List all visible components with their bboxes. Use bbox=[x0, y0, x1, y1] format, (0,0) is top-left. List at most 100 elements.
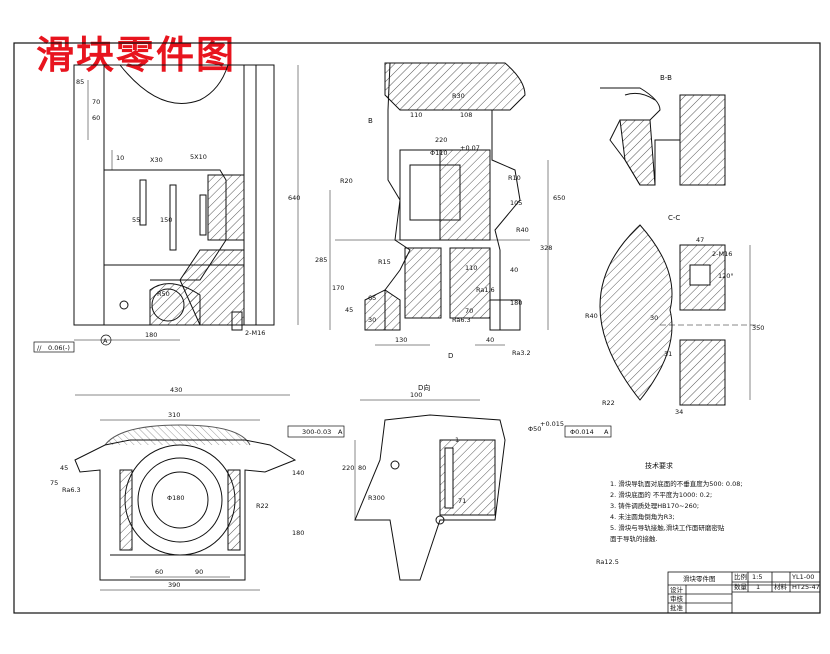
title-block bbox=[667, 571, 821, 614]
cc-dim-34: 34 bbox=[675, 408, 683, 416]
parallelism-symbol: // bbox=[37, 344, 42, 352]
tb-check: 审核 bbox=[670, 594, 684, 603]
sheet-border bbox=[13, 42, 821, 614]
top-dim-310: 310 bbox=[168, 411, 180, 419]
dim-r20: R20 bbox=[340, 177, 353, 185]
top-dim-phi: Φ180 bbox=[167, 494, 185, 502]
dim-tol: +0.07 bbox=[460, 144, 480, 152]
top-dim-430: 430 bbox=[170, 386, 182, 394]
dim-650: 650 bbox=[553, 194, 565, 202]
cc-dim-31: 31 bbox=[664, 350, 672, 358]
tolerance-frame bbox=[33, 341, 75, 353]
tb-approve: 批准 bbox=[670, 603, 684, 612]
note-2: 2. 滑块底面的 不平度为1000: 0.2; bbox=[610, 490, 712, 499]
dim-130: 130 bbox=[395, 336, 407, 344]
d-view-dimensions: D向 100 Φ50 +0.015 Φ0.014 A 220 80 R300 7… bbox=[342, 383, 612, 505]
cc-dim-30: 30 bbox=[650, 314, 658, 322]
tb-qty-value: 1 bbox=[756, 583, 760, 591]
tb-material-label: 材料 bbox=[774, 582, 788, 591]
tolerance-value: 0.06(-) bbox=[48, 344, 70, 352]
dim-70: 70 bbox=[465, 307, 473, 315]
cc-dim-120: 120° bbox=[718, 272, 734, 280]
dim-220: 220 bbox=[435, 136, 447, 144]
front-view bbox=[73, 64, 299, 341]
tb-drawing-no: YL1-00 bbox=[791, 573, 814, 581]
ra32: Ra3.2 bbox=[512, 349, 531, 357]
label-d: D bbox=[448, 352, 453, 360]
dim-60: 60 bbox=[92, 114, 100, 122]
dim-105: 105 bbox=[510, 199, 522, 207]
dim-285: 285 bbox=[315, 256, 327, 264]
dim-r50: R50 bbox=[157, 290, 170, 298]
top-ra: Ra6.3 bbox=[62, 486, 81, 494]
dim-phi110: Φ110 bbox=[430, 149, 448, 157]
d-dim-r300: R300 bbox=[368, 494, 385, 502]
note-5: 5. 滑块与导轨接触,滑块工作面研磨密贴 bbox=[610, 523, 725, 532]
note-1: 1. 滑块导轨面对底面的不垂直度为500: 0.08; bbox=[610, 479, 743, 488]
dim-40b: 40 bbox=[486, 336, 494, 344]
datum-a: A bbox=[103, 337, 108, 345]
dim-40: 40 bbox=[510, 266, 518, 274]
top-dim-60: 60 bbox=[155, 568, 163, 576]
section-bb bbox=[600, 87, 726, 186]
datum-a-circle bbox=[100, 334, 112, 346]
dim-170: 170 bbox=[332, 284, 344, 292]
section-cc-dimensions: C-C 47 2-M16 120° R40 30 350 31 R22 34 bbox=[585, 214, 764, 416]
dim-328: 328 bbox=[540, 244, 552, 252]
dim-r10: R10 bbox=[508, 174, 521, 182]
d-view bbox=[354, 399, 506, 581]
dim-x30: X30 bbox=[150, 156, 163, 164]
d-dim-80: 80 bbox=[358, 464, 366, 472]
d-tolerance-frame bbox=[564, 425, 612, 438]
d-dim-tol: +0.015 bbox=[540, 420, 564, 428]
dim-55: 55 bbox=[132, 216, 140, 224]
section-bb-label: B-B bbox=[660, 74, 672, 82]
top-dim-90: 90 bbox=[195, 568, 203, 576]
notes-heading: 技术要求 bbox=[645, 461, 673, 470]
note-3: 3. 铸件调质处理HB170~260; bbox=[610, 501, 699, 510]
cc-dim-47: 47 bbox=[696, 236, 704, 244]
d-dim-a: A bbox=[604, 428, 609, 436]
ra16: Ra1.6 bbox=[476, 286, 495, 294]
dim-108: 108 bbox=[460, 111, 472, 119]
roughness-symbol: Ra12.5 bbox=[596, 558, 619, 566]
top-view bbox=[74, 394, 297, 591]
dim-640: 640 bbox=[288, 194, 300, 202]
cc-dim-350: 350 bbox=[752, 324, 764, 332]
front-view-dimensions: 85 70 10 60 55 150 5X10 640 180 2-M16 X3… bbox=[33, 78, 300, 353]
tb-scale-value: 1:5 bbox=[752, 573, 762, 581]
tb-design: 设计 bbox=[670, 585, 684, 594]
tb-material-value: HT25-47 bbox=[792, 583, 820, 591]
tb-scale-label: 比例 bbox=[734, 572, 747, 581]
ra63: Ra6.3 bbox=[452, 316, 471, 324]
top-dim-45: 45 bbox=[60, 464, 68, 472]
dim-150: 150 bbox=[160, 216, 172, 224]
title-block-text: 滑块零件图 比例 1:5 数量 1 材料 HT25-47 YL1-00 设计 审… bbox=[670, 572, 820, 612]
tb-name: 滑块零件图 bbox=[683, 574, 716, 583]
d-dim-220: 220 bbox=[342, 464, 354, 472]
dim-5x10: 5X10 bbox=[190, 153, 207, 161]
side-section-view bbox=[329, 62, 549, 346]
dim-65: 65 bbox=[368, 294, 376, 302]
dim-10: 10 bbox=[116, 154, 124, 162]
dim-110: 110 bbox=[410, 111, 422, 119]
d-dim-71: 71 bbox=[458, 497, 466, 505]
top-dim-r22: R22 bbox=[256, 502, 269, 510]
cc-dim-r40: R40 bbox=[585, 312, 598, 320]
top-tolerance-frame bbox=[287, 425, 345, 438]
dim-r15: R15 bbox=[378, 258, 391, 266]
top-dim-140: 140 bbox=[292, 469, 304, 477]
dim-70: 70 bbox=[92, 98, 100, 106]
d-dim-phi: Φ50 bbox=[528, 425, 541, 433]
section-cc bbox=[599, 224, 760, 406]
dim-2m16: 2-M16 bbox=[245, 329, 265, 337]
top-dim-a: A bbox=[338, 428, 343, 436]
dim-45: 45 bbox=[345, 306, 353, 314]
label-b: B bbox=[368, 117, 373, 125]
d-dim-ref: Φ0.014 bbox=[570, 428, 594, 436]
note-6: 面于导轨的接触. bbox=[610, 534, 658, 543]
technical-notes: 技术要求 1. 滑块导轨面对底面的不垂直度为500: 0.08; 2. 滑块底面… bbox=[596, 461, 743, 566]
cc-dim-r22: R22 bbox=[602, 399, 615, 407]
top-dim-390: 390 bbox=[168, 581, 180, 589]
